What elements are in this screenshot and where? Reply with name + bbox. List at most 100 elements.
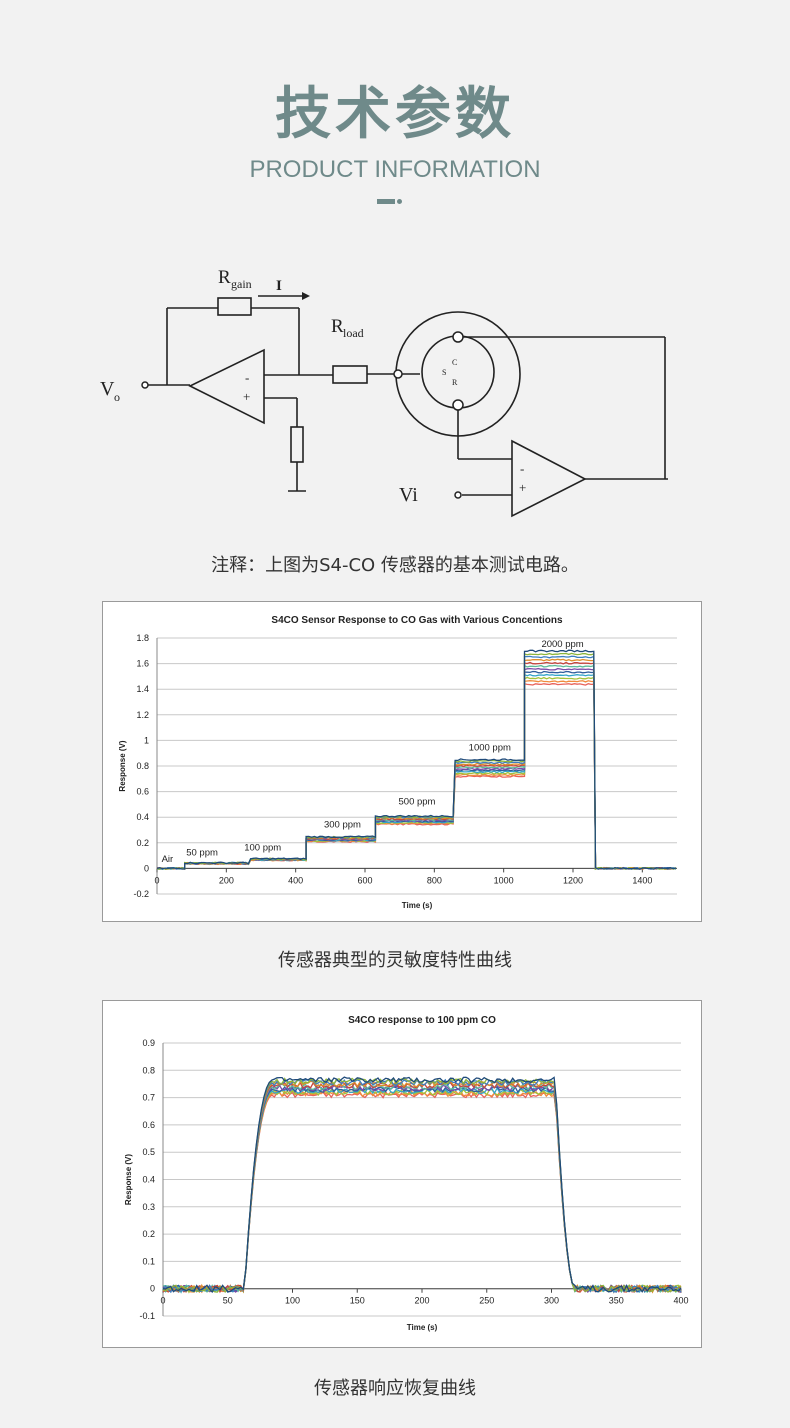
test-circuit-diagram: R gain I R load V o Vi - + - + C S R	[100, 267, 668, 518]
y-axis-label: Response (V)	[124, 1154, 133, 1205]
y-tick-label: -0.1	[139, 1311, 155, 1321]
sensitivity-chart-caption: 传感器典型的灵敏度特性曲线	[278, 950, 512, 971]
series-line	[162, 1081, 682, 1294]
circuit-caption: 注释：上图为S4-CO 传感器的基本测试电路。	[211, 555, 579, 576]
x-tick-label: 0	[160, 1296, 165, 1306]
y-tick-label: 0.8	[136, 761, 149, 771]
concentration-label: 100 ppm	[244, 842, 281, 853]
opamp1-plus: +	[243, 389, 250, 404]
x-tick-label: 100	[285, 1296, 300, 1306]
series-line	[162, 1089, 682, 1294]
response-recovery-chart-caption: 传感器响应恢复曲线	[314, 1378, 476, 1399]
sensor-r-label: R	[452, 378, 458, 387]
page-title: 技术参数	[275, 82, 515, 147]
concentration-label: Air	[162, 854, 174, 865]
divider-dot	[397, 199, 402, 204]
y-tick-label: 0.8	[142, 1065, 155, 1075]
concentration-label: 50 ppm	[186, 848, 218, 859]
y-tick-label: 1	[144, 735, 149, 745]
series-line	[156, 667, 677, 870]
sensor-s-label: S	[442, 368, 446, 377]
x-tick-label: 1000	[494, 875, 514, 885]
series-line	[157, 682, 677, 870]
chart-title: S4CO response to 100 ppm CO	[348, 1015, 496, 1026]
x-tick-label: 300	[544, 1296, 559, 1306]
series-line	[156, 680, 677, 870]
y-tick-label: 1.2	[136, 710, 149, 720]
y-tick-label: 1.6	[136, 659, 149, 669]
series-line	[156, 655, 677, 870]
y-axis-label: Response (V)	[118, 740, 127, 791]
series-line	[162, 1080, 682, 1294]
x-tick-label: 200	[219, 875, 234, 885]
concentration-label: 1000 ppm	[469, 743, 511, 754]
y-tick-label: 1.8	[136, 633, 149, 643]
page-subtitle: PRODUCT INFORMATION	[249, 156, 541, 183]
x-tick-label: 200	[414, 1296, 429, 1306]
series-line	[162, 1078, 682, 1294]
page-header: 技术参数 PRODUCT INFORMATION	[0, 80, 790, 186]
rgain-label: R	[218, 267, 231, 288]
title-divider	[377, 199, 402, 205]
series-line	[156, 673, 677, 870]
y-tick-label: 0.4	[136, 812, 149, 822]
y-tick-label: 0.7	[142, 1093, 155, 1103]
chart-title: S4CO Sensor Response to CO Gas with Vari…	[271, 615, 563, 626]
y-tick-label: 1.4	[136, 684, 149, 694]
y-tick-label: 0.5	[142, 1147, 155, 1157]
x-tick-label: 400	[673, 1296, 688, 1306]
concentration-label: 2000 ppm	[541, 639, 583, 650]
x-tick-label: 50	[223, 1296, 233, 1306]
series-line	[156, 658, 677, 870]
sensitivity-chart: S4CO Sensor Response to CO Gas with Vari…	[102, 601, 702, 922]
x-tick-label: 150	[350, 1296, 365, 1306]
y-tick-label: 0.2	[136, 838, 149, 848]
opamp2-plus: +	[519, 480, 526, 495]
series-line	[156, 676, 677, 871]
y-tick-label: 0.9	[142, 1038, 155, 1048]
series-line	[162, 1082, 682, 1294]
rload-subscript: load	[343, 326, 364, 340]
concentration-label: 500 ppm	[399, 796, 436, 807]
x-tick-label: 600	[357, 875, 372, 885]
series-line	[156, 664, 677, 870]
x-tick-label: 350	[609, 1296, 624, 1306]
x-tick-label: 800	[427, 875, 442, 885]
sensitivity-chart-svg: S4CO Sensor Response to CO Gas with Vari…	[118, 615, 677, 910]
response-recovery-chart: S4CO response to 100 ppm CO 0.9 0.8 0.7 0.6 0…	[102, 1000, 702, 1348]
series-line	[156, 649, 677, 870]
y-tick-label: 0.2	[142, 1229, 155, 1239]
y-tick-label: 0.4	[142, 1175, 155, 1185]
series-line	[162, 1091, 682, 1294]
x-tick-label: 400	[288, 875, 303, 885]
x-tick-label: 1200	[563, 875, 583, 885]
x-tick-label: 1400	[632, 875, 652, 885]
y-tick-label: 0	[144, 863, 149, 873]
y-tick-label: 0.6	[136, 787, 149, 797]
opamp1-minus: -	[245, 370, 249, 385]
y-tick-label: 0.1	[142, 1256, 155, 1266]
current-label: I	[276, 278, 282, 294]
y-tick-label: 0.6	[142, 1120, 155, 1130]
rgain-subscript: gain	[231, 277, 252, 291]
y-tick-label: 0.3	[142, 1202, 155, 1212]
y-tick-label: -0.2	[133, 889, 149, 899]
y-tick-label: 0	[150, 1284, 155, 1294]
x-axis-label: Time (s)	[402, 901, 433, 910]
series-line	[162, 1077, 682, 1294]
series-line	[156, 652, 677, 871]
x-tick-label: 0	[154, 875, 159, 885]
series-line	[156, 670, 677, 870]
series-line	[162, 1076, 682, 1294]
x-axis-label: Time (s)	[407, 1323, 438, 1332]
response-recovery-chart-svg: S4CO response to 100 ppm CO 0.9 0.8 0.7 0.6 0…	[124, 1015, 689, 1332]
vo-subscript: o	[114, 390, 120, 404]
divider-bar	[377, 199, 395, 204]
opamp2-minus: -	[520, 461, 524, 476]
vi-label: Vi	[399, 484, 418, 506]
vo-label: V	[100, 378, 115, 400]
x-tick-label: 250	[479, 1296, 494, 1306]
rload-label: R	[331, 316, 344, 337]
sensor-c-label: C	[452, 358, 457, 367]
concentration-label: 300 ppm	[324, 819, 361, 830]
